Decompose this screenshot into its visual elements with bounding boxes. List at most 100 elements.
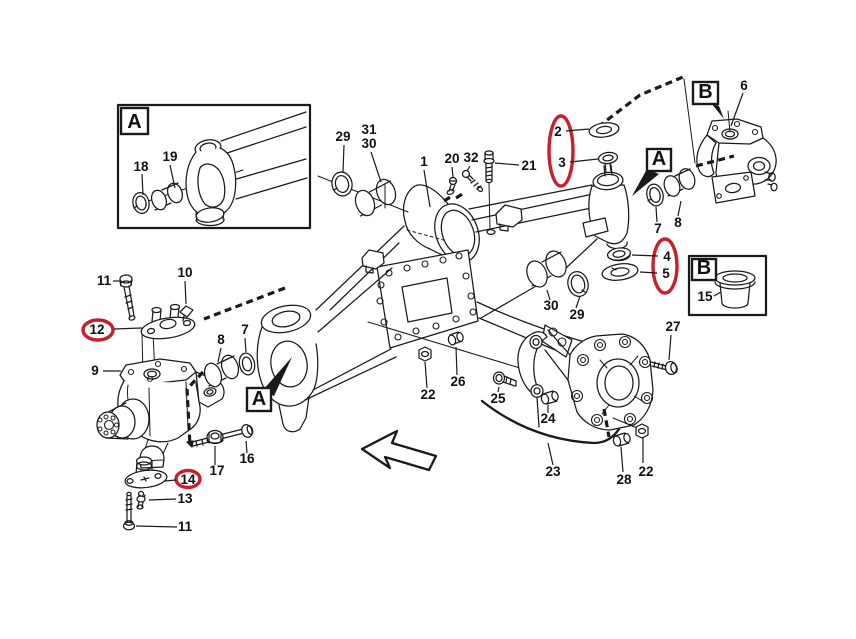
callout-18[interactable]: 18	[133, 159, 149, 174]
callout-16[interactable]: 16	[239, 451, 255, 466]
leader-line-2	[565, 128, 590, 132]
callout-29[interactable]: 29	[569, 307, 584, 322]
kingpin-plate-12	[140, 303, 196, 340]
callout-22[interactable]: 22	[420, 387, 435, 402]
bushing-30-bottom	[526, 250, 567, 288]
washer-2	[588, 122, 620, 138]
detail-pointer-A	[263, 357, 292, 396]
callout-10[interactable]: 10	[177, 265, 192, 280]
grease-fitting-20	[446, 176, 458, 196]
bolt-27	[650, 360, 678, 376]
callout-8[interactable]: 8	[217, 332, 225, 347]
callout-30[interactable]: 30	[361, 136, 376, 151]
callout-15[interactable]: 15	[697, 289, 713, 304]
callout-7[interactable]: 7	[241, 322, 249, 337]
detail-marker-A: A	[652, 148, 666, 170]
detail-marker-A: A	[252, 388, 266, 410]
leader-line-1	[423, 169, 431, 208]
bracket-23-edge	[480, 399, 621, 445]
steering-knuckle-9	[96, 332, 225, 469]
leader-line-8	[677, 200, 682, 217]
leader-line-21	[494, 162, 520, 166]
callout-3[interactable]: 3	[558, 155, 566, 170]
callout-24[interactable]: 24	[540, 411, 556, 426]
callout-1[interactable]: 1	[420, 154, 428, 169]
callout-19[interactable]: 19	[162, 149, 177, 164]
leader-line-23	[547, 442, 554, 466]
callout-6[interactable]: 6	[740, 78, 748, 93]
bolt-21	[483, 150, 495, 230]
assembly-reference-dashes	[185, 75, 735, 447]
detail-marker-box-A	[645, 147, 673, 173]
lock-clip-10	[179, 305, 194, 322]
ring-29-bottom	[567, 271, 589, 297]
nut-17	[206, 429, 224, 445]
callout-17[interactable]: 17	[209, 463, 224, 478]
callout-20[interactable]: 20	[444, 151, 459, 166]
callout-11[interactable]: 11	[97, 273, 112, 288]
bushing-15	[714, 270, 756, 309]
sealing-ring-18	[132, 191, 150, 215]
callout-4[interactable]: 4	[663, 249, 671, 264]
callout-25[interactable]: 25	[490, 391, 506, 406]
callout-13[interactable]: 13	[177, 491, 193, 506]
callout-8[interactable]: 8	[674, 215, 682, 230]
callout-5[interactable]: 5	[662, 266, 670, 281]
leader-line-15	[713, 291, 722, 297]
callout-26[interactable]: 26	[450, 374, 466, 389]
callout-14[interactable]: 14	[180, 472, 196, 487]
pin-24	[540, 390, 559, 405]
hub-bracket-23	[367, 321, 654, 445]
bushing-8-left	[203, 354, 240, 388]
bushing-8-right	[663, 168, 696, 197]
detail-pointer-A	[632, 169, 659, 196]
callout-28[interactable]: 28	[616, 472, 632, 487]
callout-27[interactable]: 27	[665, 319, 680, 334]
callout-31[interactable]: 31	[361, 122, 377, 137]
kingpin-plate-14	[124, 456, 168, 489]
callout-2[interactable]: 2	[554, 124, 562, 139]
callout-9[interactable]: 9	[91, 363, 99, 378]
bearing-ring-3	[597, 151, 619, 173]
callout-7[interactable]: 7	[654, 221, 662, 236]
detail-marker-box-A	[245, 386, 273, 413]
leader-line-11	[135, 525, 178, 528]
leader-line-16	[245, 440, 248, 454]
leader-line-5	[639, 271, 658, 274]
bearing-4	[606, 247, 632, 262]
leader-line-6	[730, 92, 744, 127]
callout-22[interactable]: 22	[638, 464, 653, 479]
leader-line-14	[164, 479, 177, 482]
leader-line-4	[631, 254, 659, 257]
callout-21[interactable]: 21	[521, 158, 537, 173]
steering-knuckle-6	[683, 78, 778, 204]
detail-box-a-frame	[116, 103, 312, 230]
leader-line-30	[370, 151, 382, 183]
leader-line-29	[342, 144, 345, 173]
nut-22-right	[635, 423, 649, 439]
leader-line-20	[451, 166, 454, 178]
bushing-30-31-top	[354, 178, 397, 217]
bushing-19	[166, 182, 184, 204]
callout-11[interactable]: 11	[178, 519, 193, 534]
callout-30[interactable]: 30	[543, 298, 558, 313]
fitting-13	[136, 490, 146, 510]
callout-23[interactable]: 23	[545, 464, 561, 479]
callout-29[interactable]: 29	[335, 129, 350, 144]
exploded-parts	[119, 122, 768, 531]
leader-line-18	[141, 173, 144, 196]
detail-marker-box-B	[691, 80, 720, 106]
leader-line-7	[655, 206, 658, 223]
callout-12[interactable]: 12	[89, 322, 104, 337]
highlight-ellipse-12	[81, 318, 115, 342]
leader-line-8	[217, 347, 222, 363]
pin-26	[447, 331, 464, 346]
callout-32[interactable]: 32	[463, 150, 478, 165]
detail-view-a	[116, 103, 312, 230]
washer-5	[601, 263, 639, 281]
leader-line-13	[148, 498, 177, 501]
bolt-11-top	[119, 274, 136, 321]
direction-arrow	[360, 429, 438, 472]
